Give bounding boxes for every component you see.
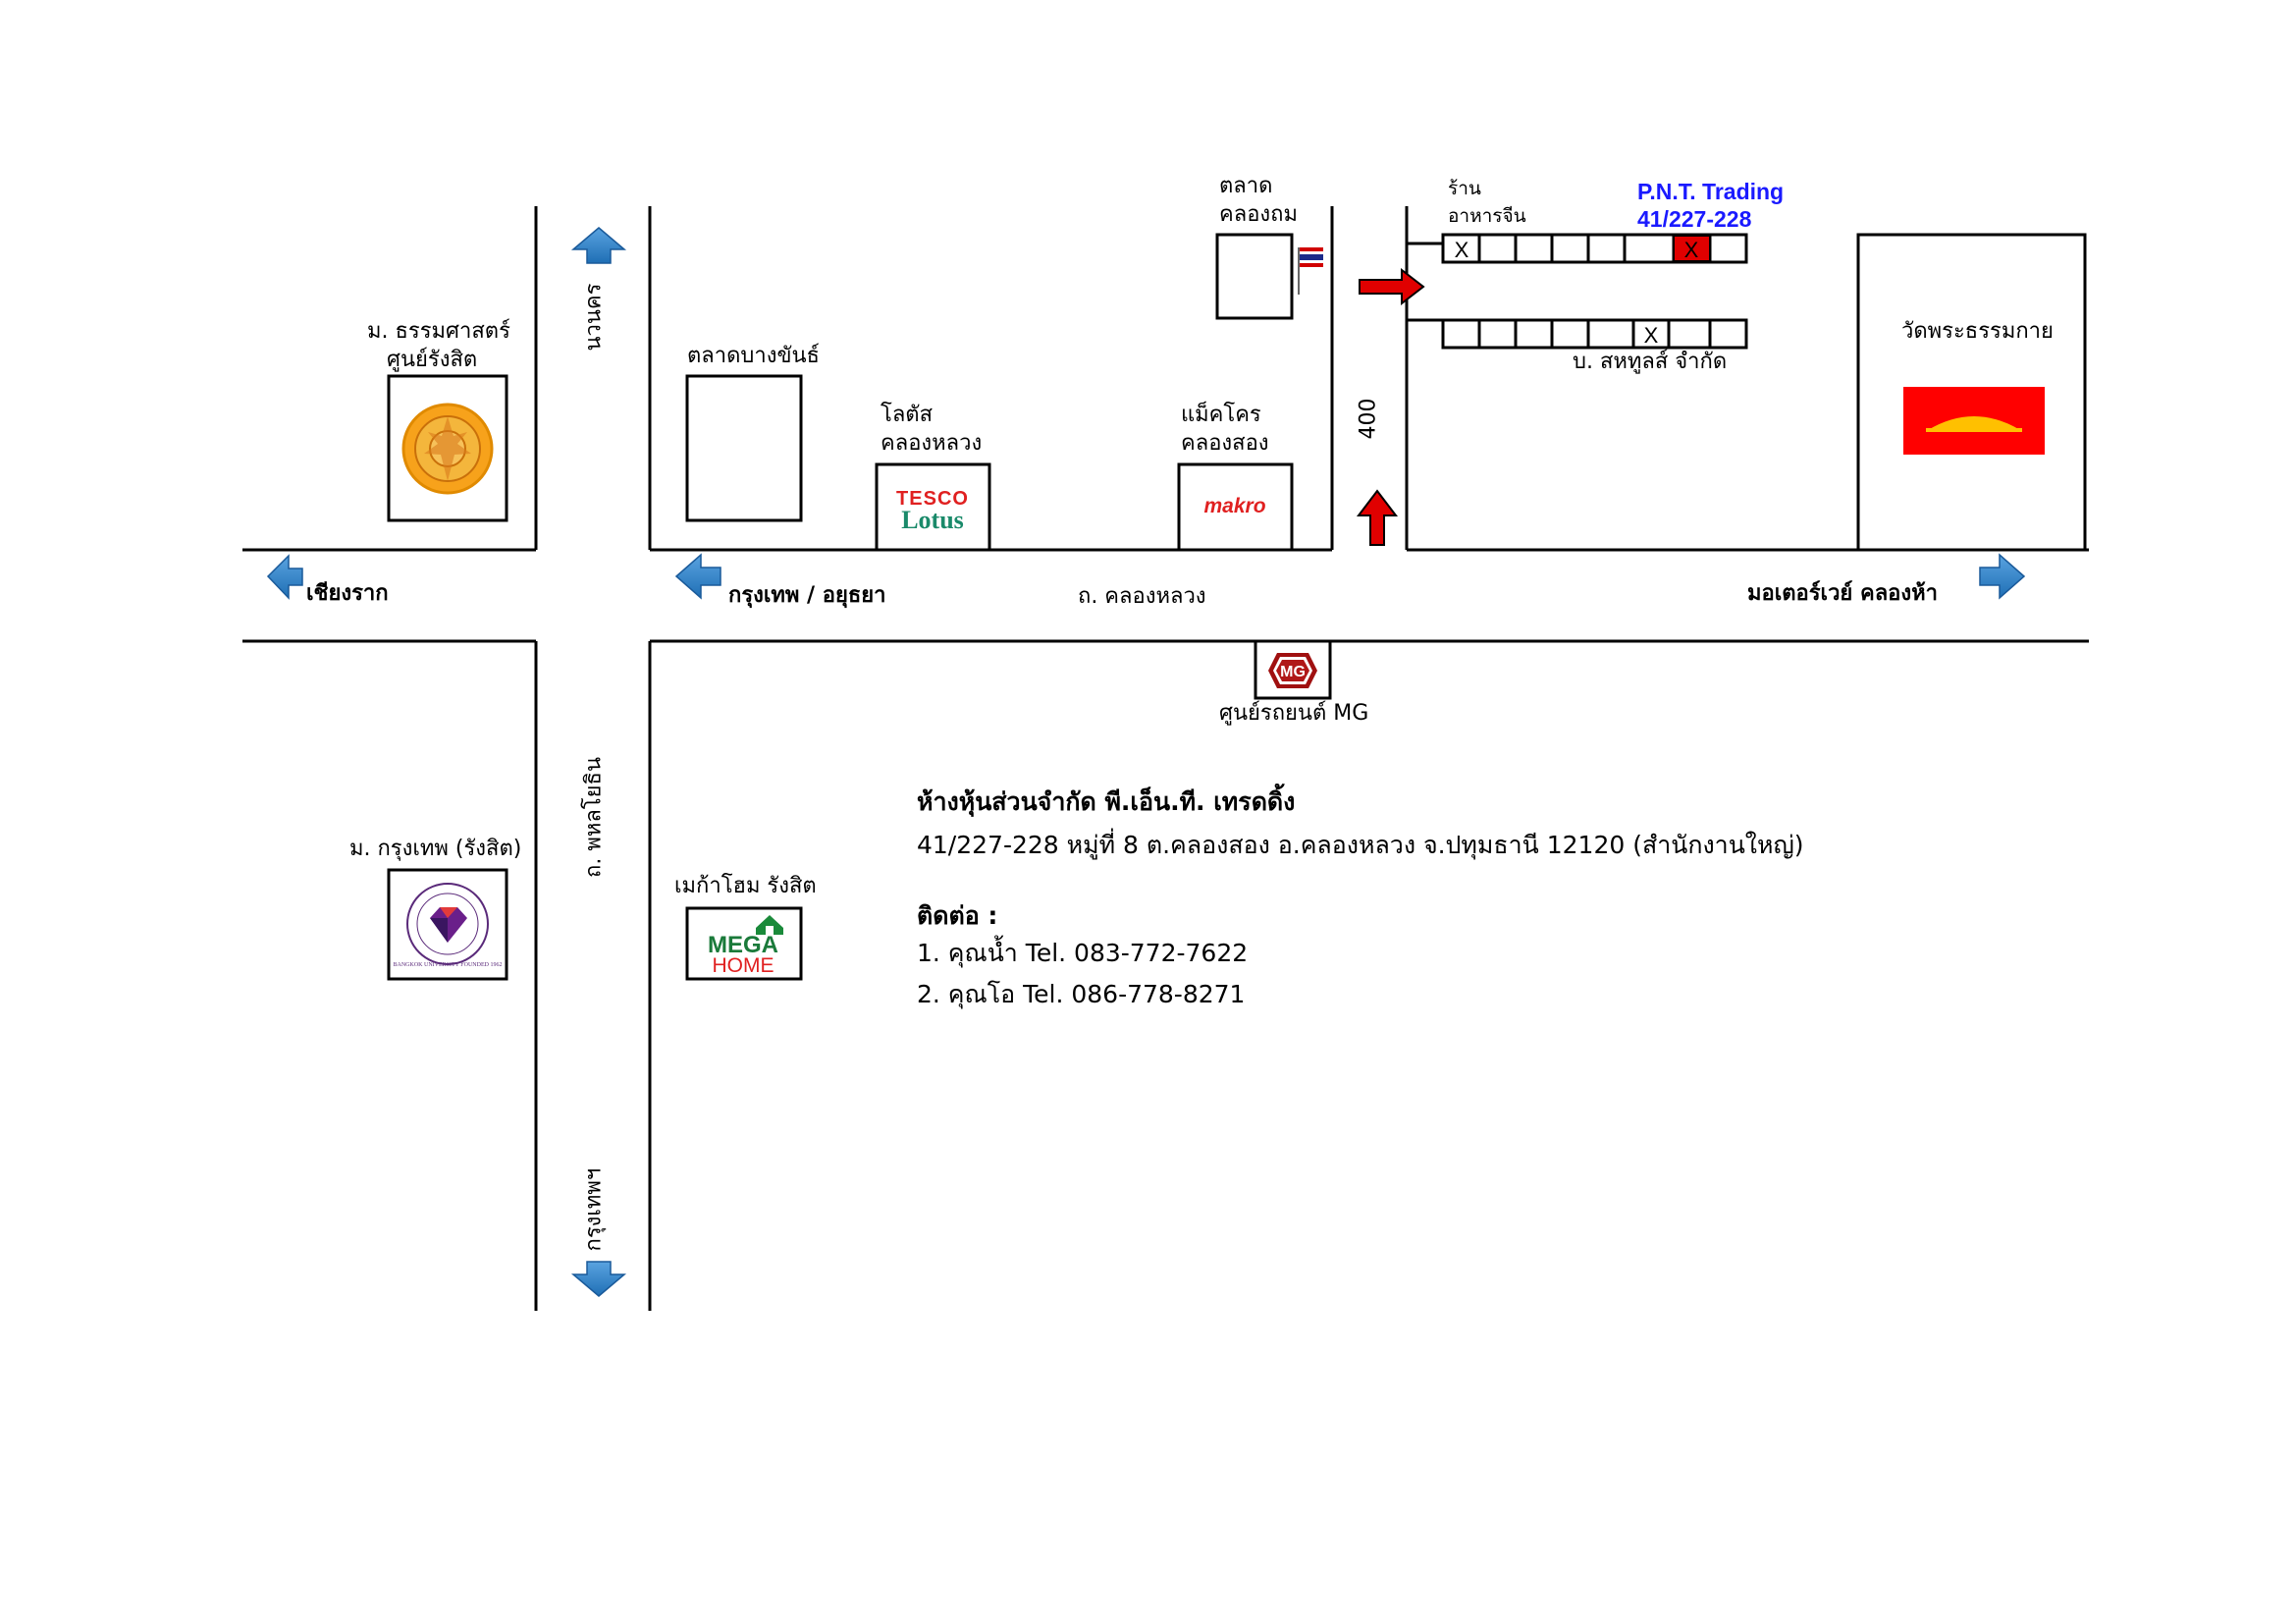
lotus-sub-label: คลองหลวง: [881, 431, 983, 456]
thammasat-logo: [401, 403, 494, 495]
tesco-logo-text: TESCO: [896, 488, 969, 510]
mg-center-label: ศูนย์รถยนต์ MG: [1219, 701, 1369, 726]
bu-logo-text: BANGKOK UNIVERSITY FOUNDED 1962: [394, 962, 503, 968]
wat-flag: [1903, 387, 2045, 455]
sahathai-x-mark: X: [1644, 323, 1659, 348]
megahome-box: [685, 906, 803, 981]
pnt-shop-highlight: [1673, 235, 1711, 262]
arrow-left-chiangrak-icon: [266, 554, 303, 600]
contact-label: ติดต่อ :: [917, 901, 998, 930]
lotus-label: โลตัส: [881, 403, 934, 427]
pnt-x-mark: X: [1684, 238, 1699, 262]
road-lines: [242, 206, 2089, 1311]
bangkhan-market-label: ตลาดบางขันธ์: [687, 344, 820, 368]
red-arrow-up-icon: [1356, 489, 1399, 546]
company-info: ห้างหุ้นส่วนจำกัด พี.เอ็น.ที. เทรดดิ้ง 4…: [917, 785, 1804, 1011]
makro-box: [1177, 462, 1294, 552]
arrow-left-bangkok-icon: [674, 553, 721, 600]
soi-lines: [1407, 242, 1443, 322]
arrow-up-nawanakhon-icon: [570, 227, 627, 264]
home-logo-text: HOME: [713, 954, 774, 977]
mg-logo: [1268, 653, 1317, 688]
arrow-down-krungthep-icon: [570, 1261, 627, 1297]
direction-bangkok-ayutthaya-label: กรุงเทพ / อยุธยา: [728, 583, 886, 608]
mg-logo-text: MG: [1280, 664, 1306, 680]
wat-label: วัดพระธรรมกาย: [1901, 319, 2054, 344]
company-address: 41/227-228 หมู่ที่ 8 ต.คลองสอง อ.คลองหลว…: [917, 831, 1804, 859]
pnt-number-label: 41/227-228: [1637, 206, 1752, 232]
road-phahonyothin-label: ถ. พหลโยธิน: [581, 757, 607, 878]
thammasat-label: ม. ธรรมศาสตร์: [367, 319, 510, 344]
mega-logo-text: MEGA: [708, 932, 778, 958]
arrow-right-motorway-icon: [1979, 553, 2026, 600]
thai-flag-icon: [1298, 247, 1323, 295]
road-400-label: 400: [1356, 398, 1381, 440]
makro-label: แม็คโคร: [1181, 403, 1261, 427]
makro-sub-label: คลองสอง: [1181, 431, 1269, 456]
sahathai-label: บ. สหทูลส์ จำกัด: [1573, 350, 1728, 374]
megahome-label: เมก้าโฮม รังสิต: [674, 874, 817, 898]
bangkok-u-label: ม. กรุงเทพ (รังสิต): [349, 837, 522, 861]
restaurant-x-mark: X: [1455, 238, 1469, 262]
chinese-restaurant-label: ร้าน: [1448, 178, 1481, 199]
road-khlongluang-label: ถ. คลองหลวง: [1078, 584, 1206, 609]
lower-shop-row: [1441, 318, 1748, 350]
direction-chiangrak-label: เชียงราก: [306, 581, 389, 606]
khlongthom-market-sub-label: คลองถม: [1219, 202, 1298, 227]
lotus-logo-text: Lotus: [901, 506, 964, 534]
lotus-box: [875, 462, 991, 552]
bangkhan-market-box: [685, 374, 803, 522]
pnt-name-label: P.N.T. Trading: [1637, 179, 1785, 204]
company-name: ห้างหุ้นส่วนจำกัด พี.เอ็น.ที. เทรดดิ้ง: [917, 787, 1296, 816]
thammasat-sub-label: ศูนย์รังสิต: [387, 348, 478, 372]
khlongthom-market-box: [1215, 233, 1294, 320]
road-nawanakhon-label: นวนคร: [581, 283, 607, 352]
road-krungthep-south-label: กรุงเทพฯ: [581, 1167, 607, 1252]
direction-motorway-label: มอเตอร์เวย์ คลองห้า: [1747, 581, 1938, 606]
contact-1: 1. คุณน้ำ Tel. 083-772-7622: [917, 939, 1249, 967]
khlongthom-market-label: ตลาด: [1219, 174, 1273, 198]
contact-2: 2. คุณโอ Tel. 086-778-8271: [917, 980, 1246, 1008]
red-arrow-right-icon: [1359, 267, 1425, 306]
makro-logo-text: makro: [1203, 495, 1265, 517]
megahome-house-icon: [756, 915, 783, 935]
bangkok-u-logo: [406, 883, 489, 965]
chinese-restaurant-sub-label: อาหารจีน: [1448, 205, 1526, 227]
